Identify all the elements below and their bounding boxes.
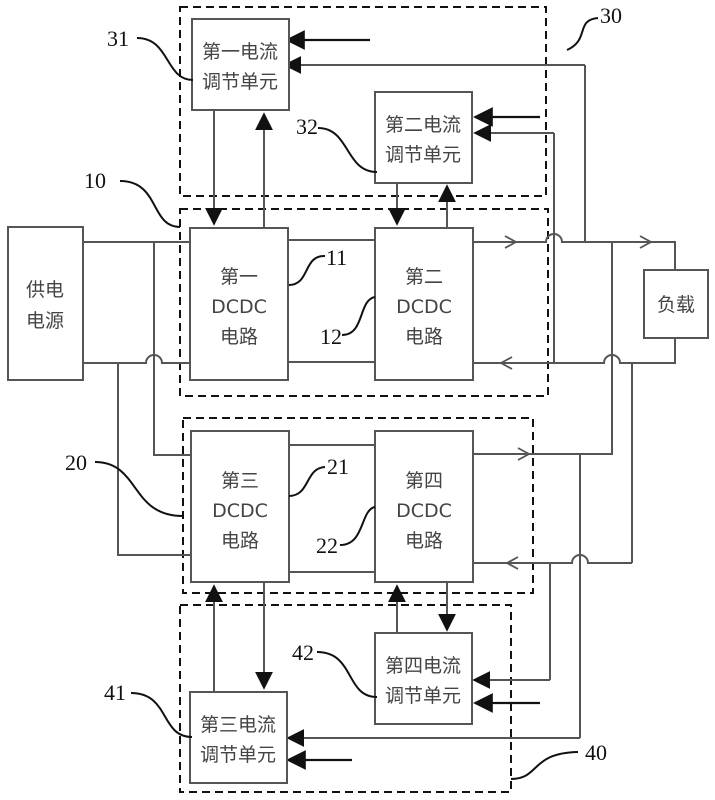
chevron-right-icon: [504, 235, 518, 249]
ref-32: 32: [296, 114, 318, 139]
dcdc4-label-3: 电路: [405, 530, 443, 552]
group-30-outline: [179, 6, 547, 197]
wire-power-bottom-to-dcdc3: [117, 363, 190, 556]
reg41-label-1: 第三电流: [200, 714, 276, 736]
dcdc-circuit-3: 第三 DCDC 电路: [190, 430, 290, 583]
leader-10: [119, 180, 181, 228]
leader-41: [130, 692, 193, 738]
leader-40: [510, 751, 579, 780]
group-20-outline: [182, 417, 534, 594]
dcdc3-label-3: 电路: [221, 530, 259, 552]
ref-11: 11: [326, 245, 347, 270]
leader-30: [566, 17, 599, 51]
wire-power-top-to-dcdc3: [153, 242, 190, 456]
leader-31: [136, 37, 194, 81]
ref-12: 12: [320, 324, 342, 349]
power-source-block: 供电 电源: [7, 226, 84, 381]
dcdc-circuit-4: 第四 DCDC 电路: [374, 430, 474, 583]
wire-dcdc2-out-top: [473, 233, 676, 270]
control-inputs: [285, 30, 540, 770]
reg32-label-2: 调节单元: [385, 144, 461, 166]
feedback-lines: [283, 56, 585, 747]
leader-20: [94, 461, 184, 517]
chevron-left-icon: [499, 356, 513, 370]
leader-22: [339, 506, 376, 546]
leader-42: [316, 651, 378, 698]
dcdc-circuit-2: 第二 DCDC 电路: [374, 227, 474, 381]
leader-21: [288, 466, 326, 497]
reg31-label-2: 调节单元: [202, 71, 278, 93]
ref-30: 30: [600, 3, 622, 28]
dcdc-circuit-1: 第一 DCDC 电路: [189, 227, 289, 381]
reg32-label-1: 第二电流: [385, 114, 461, 136]
current-regulator-3: 第三电流 调节单元: [189, 691, 288, 784]
ref-22: 22: [316, 533, 338, 558]
current-regulator-1: 第一电流 调节单元: [191, 18, 290, 111]
load-label: 负载: [657, 294, 695, 316]
reference-leaders: [94, 17, 599, 780]
regulator-dcdc-links: [205, 110, 456, 692]
dcdc2-label-2: DCDC: [396, 296, 452, 318]
dcdc1-label-2: DCDC: [211, 296, 267, 318]
power-source-label-2: 电源: [26, 310, 64, 332]
reg42-label-2: 调节单元: [385, 685, 461, 707]
ref-42: 42: [292, 640, 314, 665]
wire-dcdc4-out-bottom: [473, 554, 632, 564]
ref-10: 10: [84, 168, 106, 193]
group-10-outline: [179, 208, 549, 397]
direction-chevrons: [499, 235, 653, 570]
leader-11: [288, 254, 326, 286]
chevron-left-icon: [505, 556, 519, 570]
dcdc1-label-3: 电路: [220, 326, 258, 348]
ref-40: 40: [585, 740, 607, 765]
reg41-label-2: 调节单元: [200, 744, 276, 766]
power-source-label-1: 供电: [26, 279, 64, 301]
current-regulator-2: 第二电流 调节单元: [374, 91, 473, 184]
dcdc4-label-1: 第四: [405, 470, 443, 492]
chevron-right-icon: [639, 235, 653, 249]
leader-12: [341, 296, 376, 336]
wire-dcdc2-out-bottom: [473, 338, 676, 364]
ref-41: 41: [104, 680, 126, 705]
dcdc4-label-2: DCDC: [396, 500, 452, 522]
dcdc3-label-1: 第三: [221, 470, 259, 492]
wire-load-top-to-dcdc4: [473, 242, 613, 455]
reg42-label-1: 第四电流: [385, 655, 461, 677]
wire-power-bottom-to-dcdc1: [83, 354, 190, 364]
leader-32: [317, 127, 378, 173]
ref-21: 21: [327, 454, 349, 479]
dcdc2-label-1: 第二: [405, 266, 443, 288]
reg31-label-1: 第一电流: [202, 41, 278, 63]
load-block: 负载: [643, 269, 709, 339]
dcdc2-label-3: 电路: [405, 326, 443, 348]
dcdc3-label-2: DCDC: [212, 500, 268, 522]
group-40-outline: [179, 604, 512, 793]
ref-31: 31: [107, 26, 129, 51]
ref-20: 20: [65, 450, 87, 475]
dcdc1-label-1: 第一: [220, 266, 258, 288]
current-regulator-4: 第四电流 调节单元: [374, 632, 473, 725]
wires: [83, 65, 676, 738]
reference-numerals: 31 30 32 10 11 12 20 21 22 41 42 40: [65, 3, 622, 765]
chevron-right-icon: [517, 447, 531, 461]
